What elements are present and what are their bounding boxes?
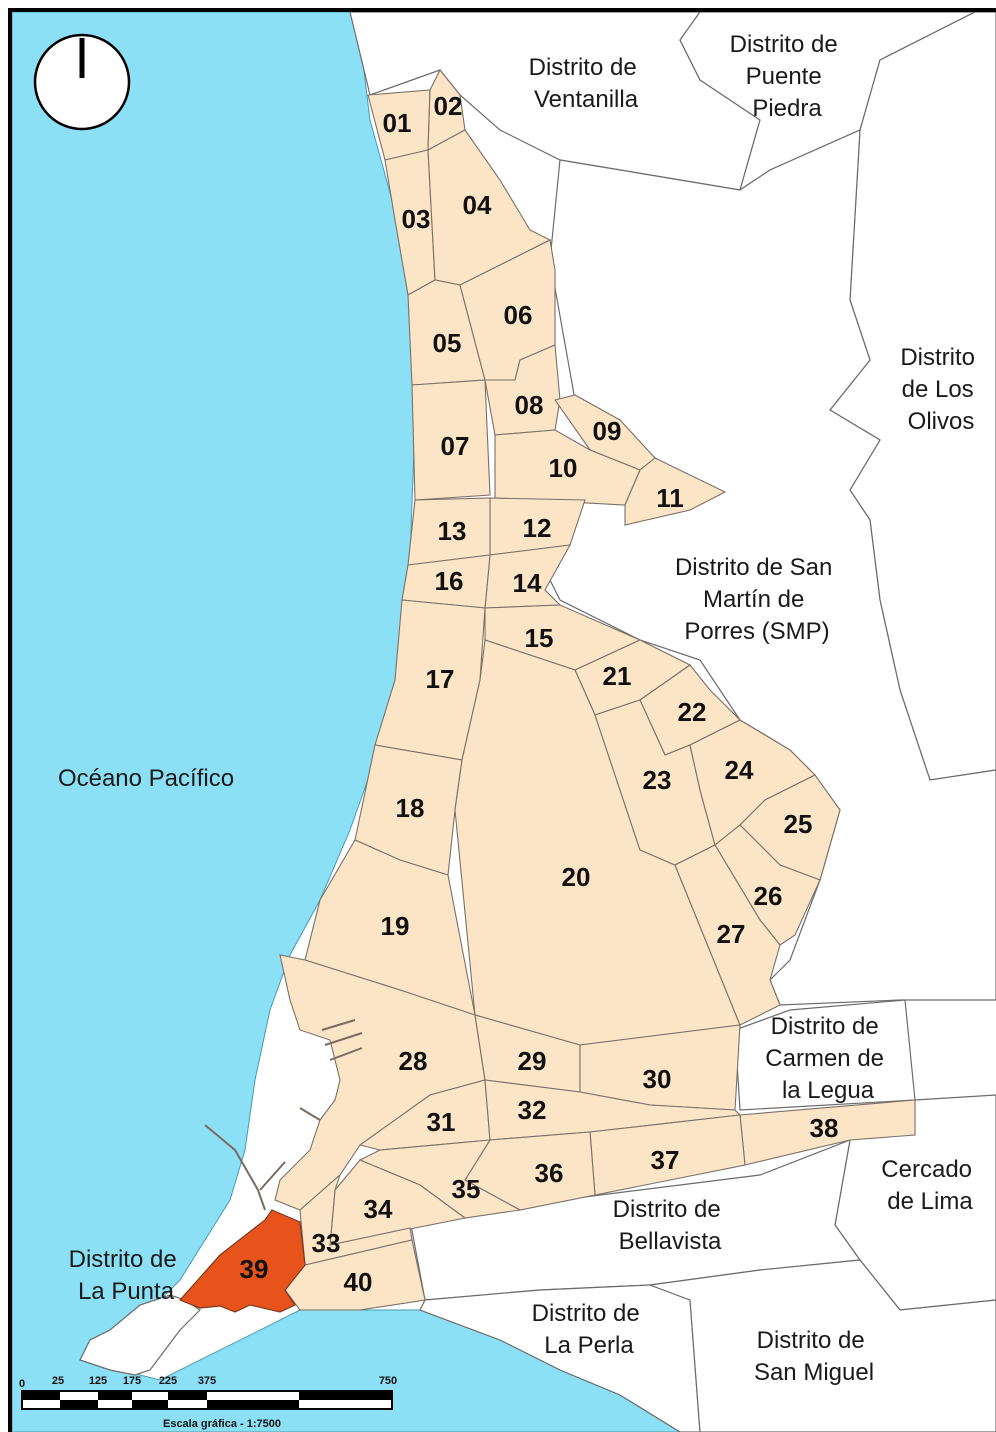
label-bellavista: Distrito de Bellavista: [613, 1196, 728, 1255]
sector-label-37: 37: [651, 1145, 680, 1175]
scale-bar: 0 25 125 175 225 375 750 Escala gráfica …: [19, 1375, 397, 1430]
sector-label-14: 14: [513, 568, 542, 598]
sector-label-39: 39: [240, 1254, 269, 1284]
port-piers: [204, 1019, 363, 1211]
sector-label-19: 19: [381, 911, 410, 941]
label-smp: Distrito de San Martín de Porres (SMP): [675, 554, 839, 645]
sector-label-40: 40: [344, 1267, 373, 1297]
label-cercado-de-lima: Cercado de Lima: [881, 1156, 978, 1215]
sector-label-23: 23: [643, 765, 672, 795]
scale-tick-25: 25: [52, 1375, 64, 1387]
sector-label-21: 21: [603, 661, 632, 691]
label-los-olivos: Distrito de Los Olivos: [900, 344, 981, 435]
sector-27[interactable]: [674, 844, 781, 1026]
sector-label-38: 38: [810, 1113, 839, 1143]
scale-tick-225: 225: [159, 1375, 177, 1387]
sector-label-26: 26: [754, 881, 783, 911]
sector-label-08: 08: [515, 390, 544, 420]
scale-tick-175: 175: [123, 1375, 141, 1387]
scale-tick-750: 750: [379, 1375, 397, 1387]
sector-label-18: 18: [396, 793, 425, 823]
scale-tick-0: 0: [19, 1378, 25, 1390]
sector-label-10: 10: [549, 453, 578, 483]
sector-07[interactable]: [411, 379, 491, 501]
sector-label-15: 15: [525, 623, 554, 653]
sector-11[interactable]: [624, 457, 727, 526]
label-ventanilla: Distrito de Ventanilla: [529, 54, 644, 113]
sector-label-07: 07: [441, 431, 470, 461]
sector-label-32: 32: [518, 1095, 547, 1125]
sector-label-11: 11: [656, 483, 684, 513]
sector-label-25: 25: [784, 809, 813, 839]
scale-tick-125: 125: [89, 1375, 107, 1387]
district-san-miguel: [649, 1259, 996, 1432]
sector-label-17: 17: [426, 664, 455, 694]
sector-02[interactable]: [427, 68, 466, 151]
scale-tick-375: 375: [198, 1375, 216, 1387]
sector-label-35: 35: [452, 1174, 481, 1204]
district-carmen-de-la-legua: [734, 999, 916, 1111]
label-la-punta: Distrito de La Punta: [69, 1246, 184, 1305]
sector-label-22: 22: [678, 697, 707, 727]
sector-label-20: 20: [562, 862, 591, 892]
sector-label-29: 29: [518, 1046, 547, 1076]
district-la-punta: [79, 1294, 201, 1376]
sector-labels: 01 02 03 04 05 06 07 08 09 10 11 12 13 1…: [240, 91, 839, 1297]
sector-label-27: 27: [717, 919, 746, 949]
map-frame: [8, 8, 996, 1432]
label-oceano-pacifico: Océano Pacífico: [58, 765, 234, 792]
north-arrow-icon: [33, 33, 131, 131]
scale-title: Escala gráfica - 1:7500: [163, 1418, 281, 1430]
sector-label-03: 03: [402, 204, 431, 234]
place-labels: Distrito de Ventanilla Distrito de Puent…: [58, 31, 981, 1386]
label-la-perla: Distrito de La Perla: [532, 1300, 647, 1359]
label-san-miguel: Distrito de San Miguel: [754, 1327, 874, 1386]
sector-label-36: 36: [535, 1158, 564, 1188]
district-la-perla: [419, 1284, 701, 1432]
label-carmen-de-la-legua: Distrito de Carmen de la Legua: [765, 1013, 890, 1104]
sector-label-33: 33: [312, 1228, 341, 1258]
sector-label-31: 31: [427, 1107, 456, 1137]
sector-label-02: 02: [434, 91, 463, 121]
sector-label-24: 24: [725, 755, 754, 785]
sector-label-01: 01: [383, 108, 412, 138]
sector-label-28: 28: [399, 1046, 428, 1076]
sector-label-04: 04: [463, 190, 492, 220]
sector-39[interactable]: [178, 1209, 306, 1313]
sector-label-05: 05: [433, 328, 462, 358]
sector-label-09: 09: [593, 416, 622, 446]
sector-label-16: 16: [435, 566, 464, 596]
sector-label-34: 34: [364, 1194, 393, 1224]
label-puente-piedra: Distrito de Puente Piedra: [730, 31, 845, 122]
callao-sectors: [178, 68, 916, 1313]
sector-label-12: 12: [523, 513, 552, 543]
sector-label-06: 06: [504, 300, 533, 330]
sector-label-30: 30: [643, 1064, 672, 1094]
sector-label-13: 13: [438, 516, 467, 546]
